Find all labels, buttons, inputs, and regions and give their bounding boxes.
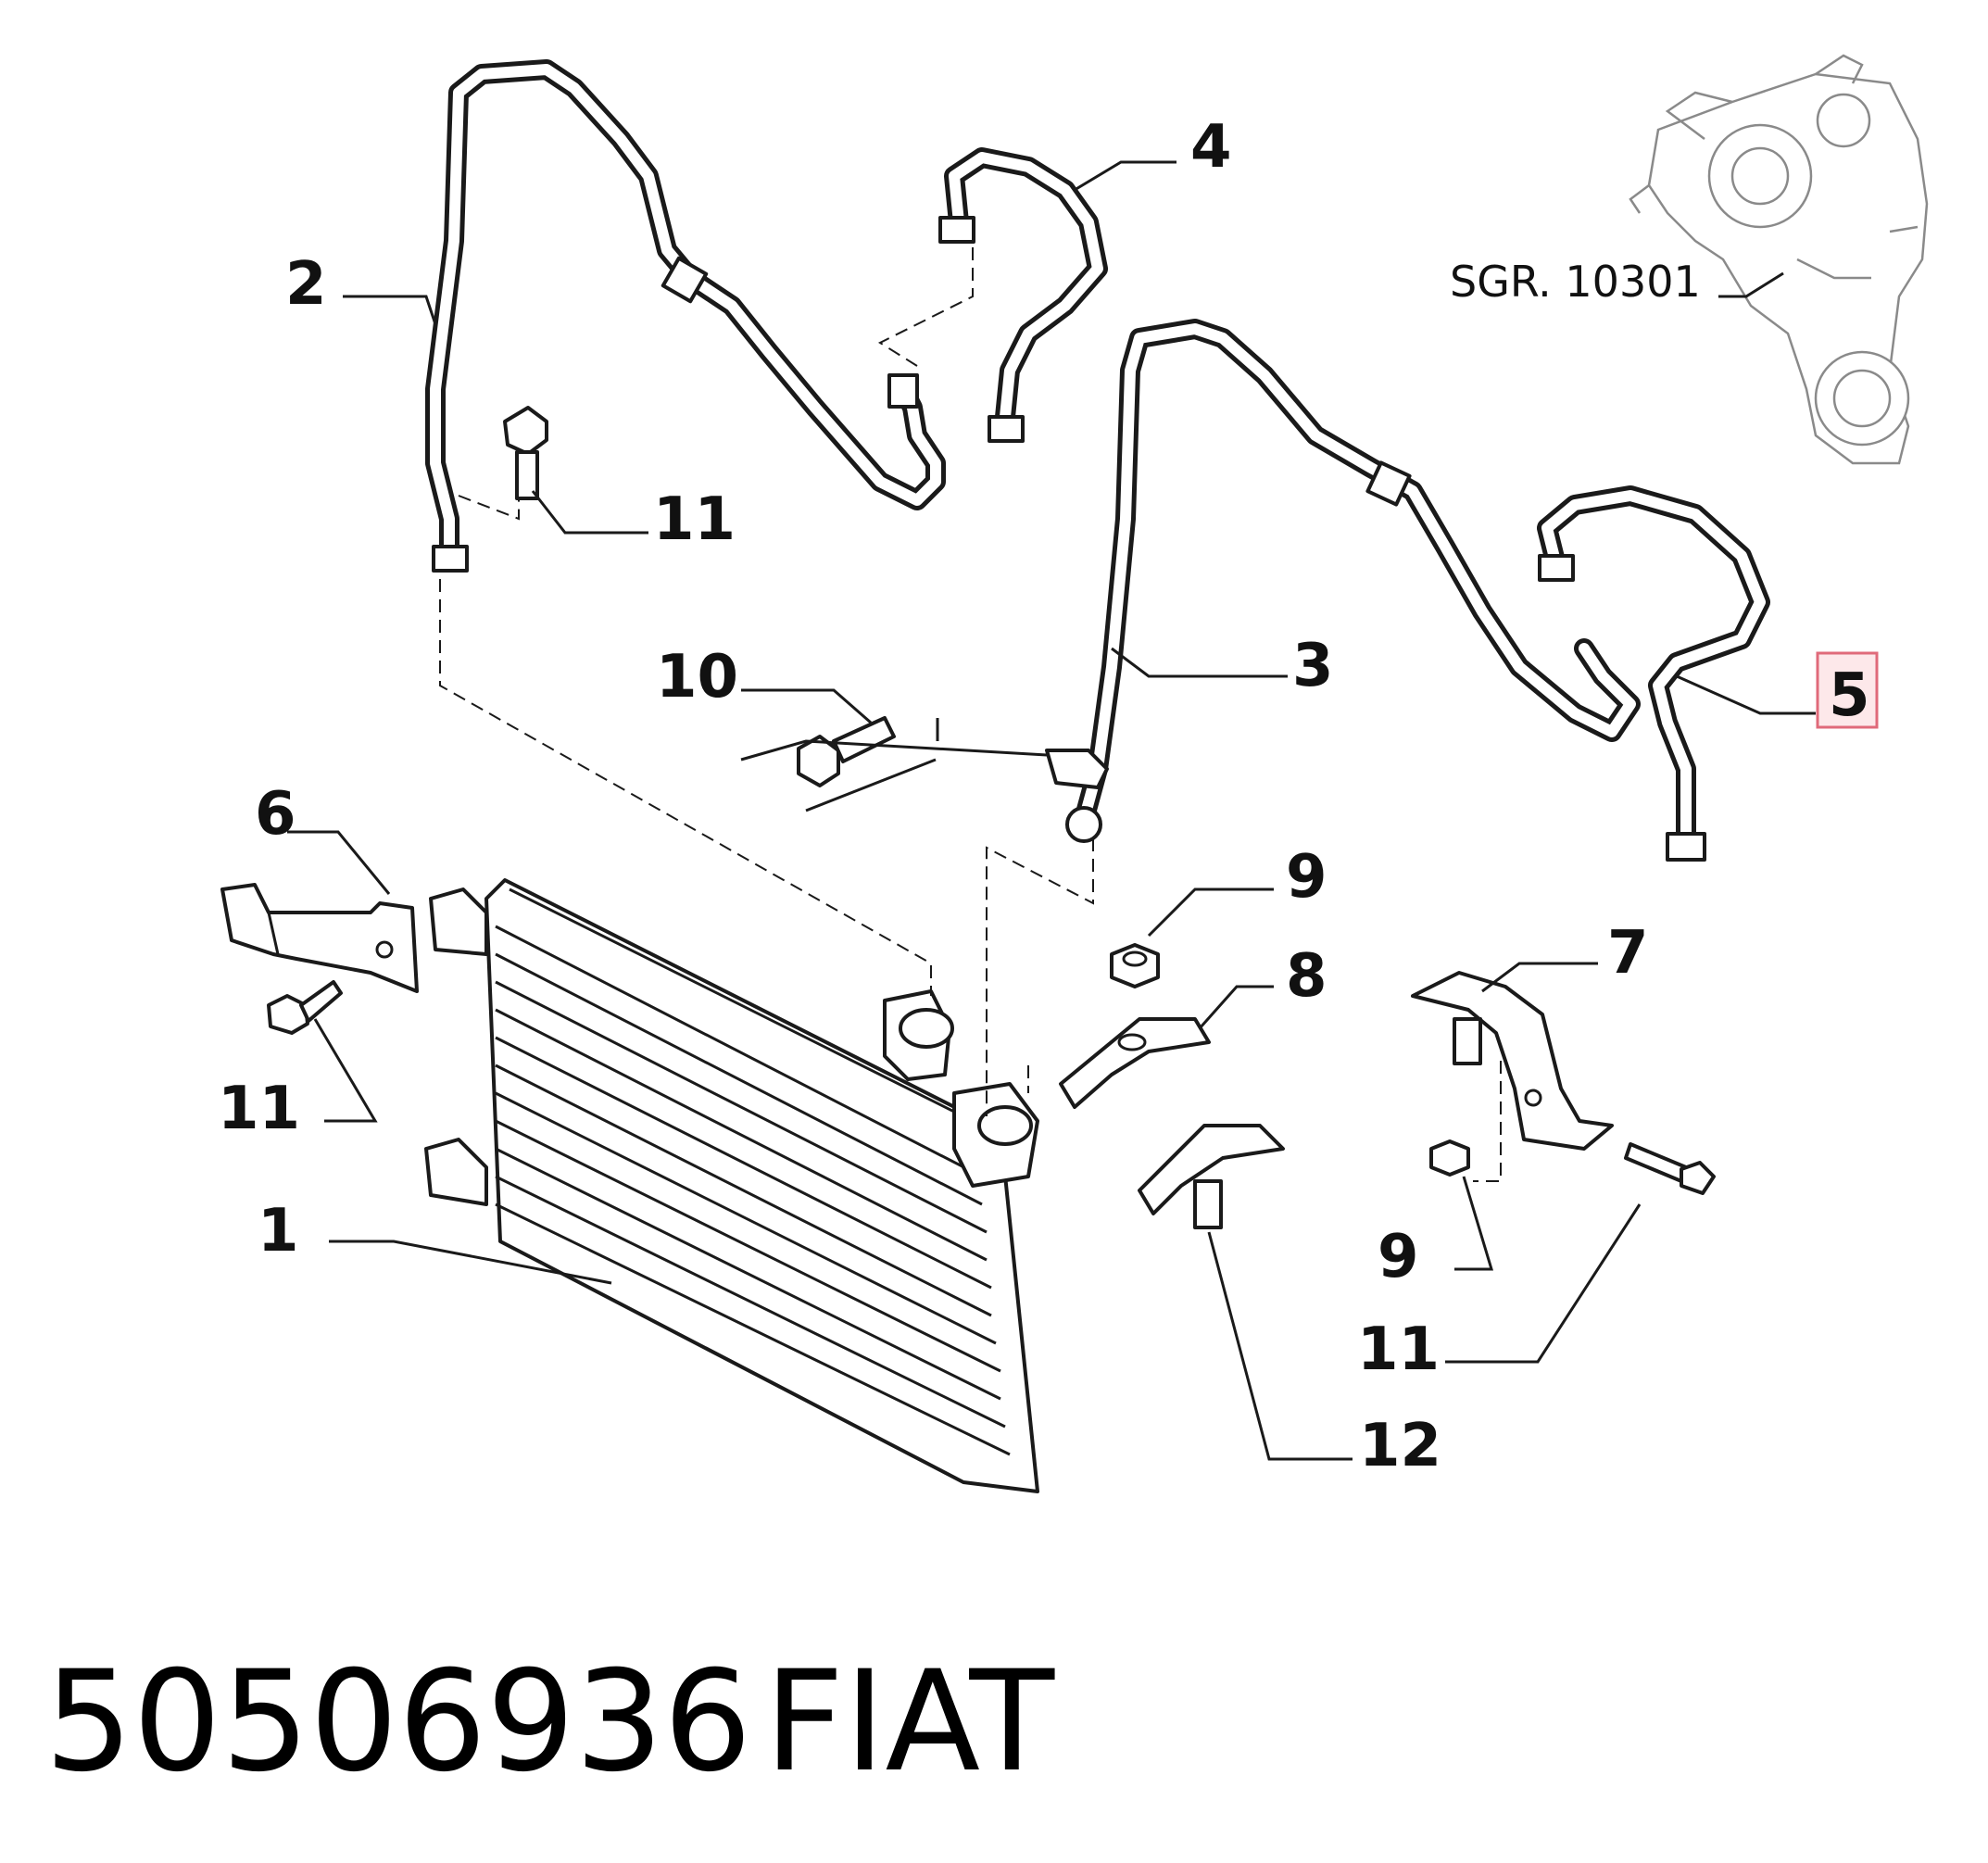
callout-5: 5 — [1829, 661, 1870, 730]
part-number: 50506936 — [44, 1642, 751, 1803]
callout-12: 12 — [1359, 1412, 1441, 1480]
bolt-10 — [797, 716, 896, 787]
callout-2: 2 — [285, 250, 327, 319]
oil-cooler — [424, 878, 1039, 1493]
reference-assembly-drawing — [1629, 54, 1929, 465]
callout-8: 8 — [1286, 942, 1327, 1011]
bracket-7 — [1411, 971, 1614, 1151]
bolt-11-left — [267, 980, 343, 1035]
dashed-assembly-lines — [439, 236, 1502, 1182]
callout-9-bottom: 9 — [1378, 1223, 1419, 1291]
nut-9-top — [1110, 943, 1160, 988]
pipe-5 — [1537, 485, 1770, 862]
callout-3: 3 — [1292, 632, 1334, 700]
callout-4: 4 — [1190, 113, 1232, 182]
bracket-12 — [1138, 1124, 1285, 1229]
nut-9-bottom — [1429, 1139, 1470, 1177]
bolt-11-right — [1624, 1142, 1716, 1195]
callout-6: 6 — [255, 780, 296, 849]
callout-9-top: 9 — [1286, 843, 1327, 912]
callout-1: 1 — [258, 1197, 299, 1265]
pipe-2 — [425, 59, 946, 573]
bracket-8 — [1059, 1017, 1211, 1109]
highlight-box-callout-5 — [1816, 651, 1879, 729]
callout-10: 10 — [656, 643, 738, 711]
reference-group-label: SGR. 10301 — [1450, 257, 1701, 307]
callout-11-left: 11 — [218, 1075, 300, 1143]
bolt-11-top — [503, 406, 548, 500]
brand-name: FIAT — [764, 1642, 1055, 1803]
leader-lines — [287, 160, 1816, 1461]
pipe-3 — [1045, 319, 1641, 843]
pipe-4 — [938, 147, 1108, 443]
callout-7: 7 — [1607, 919, 1649, 988]
bracket-6 — [220, 883, 419, 993]
callout-11-top: 11 — [653, 485, 736, 554]
callout-11-right: 11 — [1357, 1315, 1440, 1384]
